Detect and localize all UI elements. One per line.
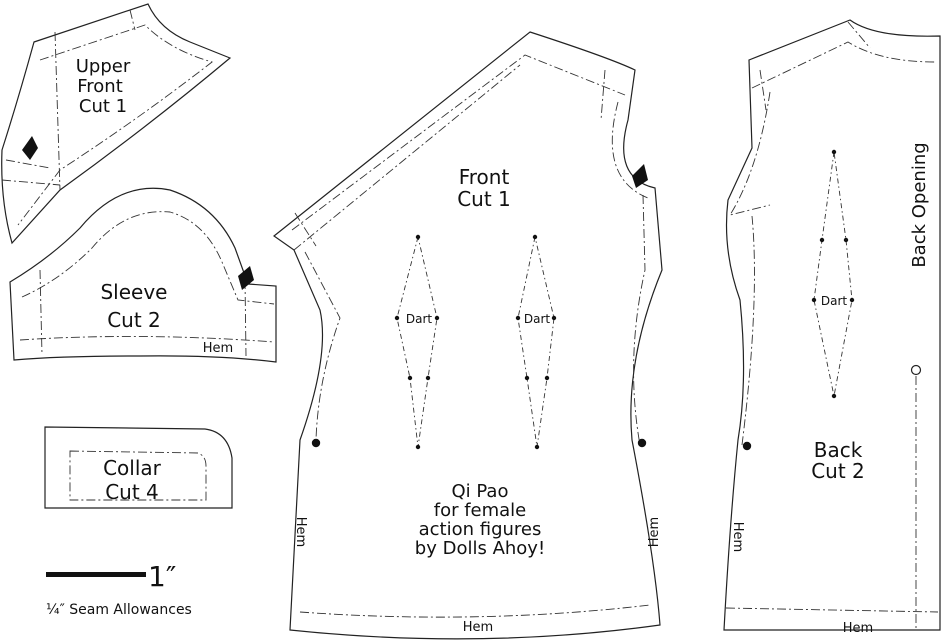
placement-dot [311, 438, 321, 448]
credit-line-3: action figures [419, 519, 542, 540]
pattern-credits: Qi Pao for female action figures by Doll… [415, 481, 545, 559]
credit-line-1: Qi Pao [452, 481, 509, 502]
placement-dot [742, 441, 752, 451]
upper-front-label-2: Front [77, 76, 123, 97]
front-dart-label-right: Dart [524, 312, 551, 326]
scale-bar: 1″ ¼″ Seam Allowances [46, 560, 192, 618]
back-hem-side-label: Hem [730, 522, 745, 552]
credit-line-4: by Dolls Ahoy! [415, 538, 545, 559]
front-label-1: Front [459, 165, 510, 189]
front-piece: Front Cut 1 Dart Dart Hem Hem Hem Qi Pao… [272, 31, 663, 640]
sleeve-piece: Sleeve Cut 2 Hem [9, 187, 277, 363]
sleeve-label-1: Sleeve [100, 280, 167, 304]
upper-front-label-1: Upper [76, 56, 131, 77]
back-label-1: Back [814, 438, 863, 462]
opening-marker [910, 364, 922, 376]
notch-mark [238, 266, 254, 290]
front-label-2: Cut 1 [457, 187, 511, 211]
front-hem-bottom-label: Hem [463, 620, 493, 635]
sleeve-hem-label: Hem [203, 341, 233, 356]
placement-dot [637, 438, 647, 448]
upper-front-label-3: Cut 1 [79, 96, 127, 117]
back-dart-label: Dart [821, 294, 848, 308]
front-dart-label-left: Dart [406, 312, 433, 326]
front-hem-left-label: Hem [293, 517, 308, 547]
dart-points [394, 234, 557, 450]
collar-piece: Collar Cut 4 [44, 426, 233, 509]
notch-mark [632, 164, 648, 188]
collar-label-1: Collar [103, 456, 162, 480]
notch-mark [22, 136, 38, 160]
back-label-2: Cut 2 [811, 459, 865, 483]
upper-front-piece: Upper Front Cut 1 [1, 3, 232, 245]
back-dart-points [811, 149, 855, 399]
seam-allowance-note: ¼″ Seam Allowances [46, 602, 192, 618]
scale-label: 1″ [148, 560, 176, 593]
sleeve-label-2: Cut 2 [107, 308, 161, 332]
back-opening-label: Back Opening [909, 142, 930, 267]
credit-line-2: for female [434, 500, 527, 521]
back-piece: Back Cut 2 Dart Back Opening Hem Hem [723, 19, 941, 636]
back-hem-bottom-label: Hem [843, 621, 873, 636]
collar-label-2: Cut 4 [105, 480, 159, 504]
front-hem-right-label: Hem [647, 517, 662, 547]
